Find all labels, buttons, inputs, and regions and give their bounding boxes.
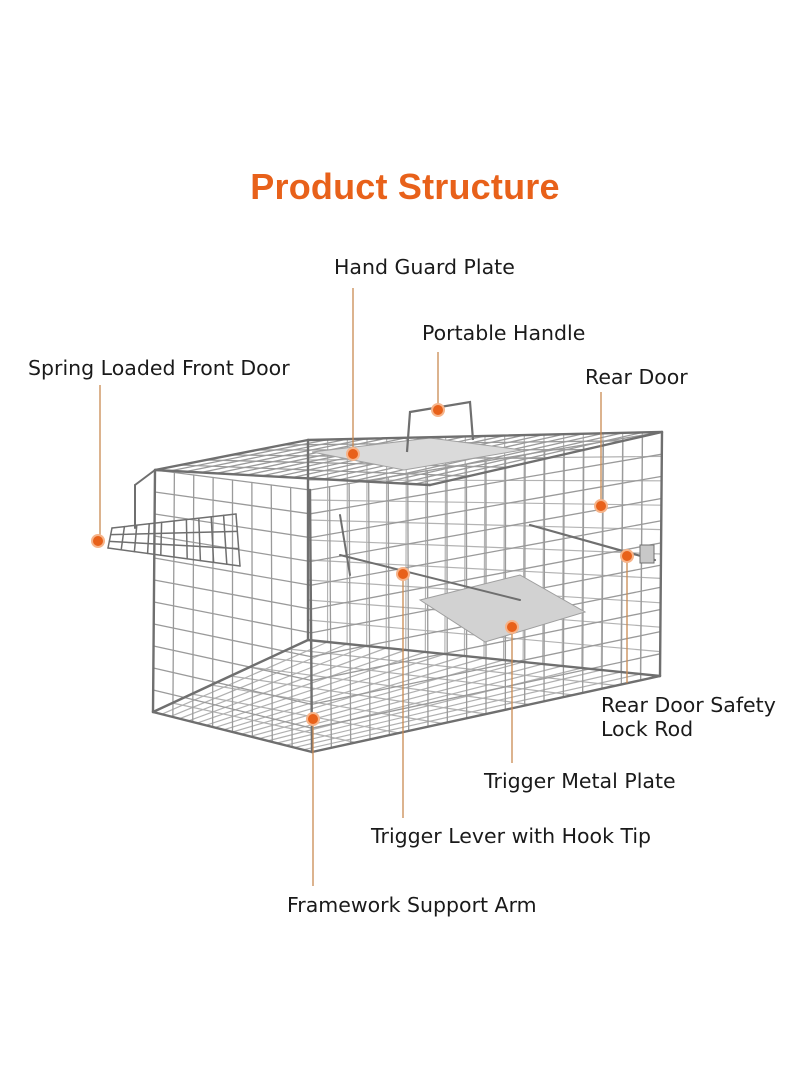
marker-hand-guard-plate — [346, 447, 360, 461]
label-portable-handle: Portable Handle — [422, 321, 586, 345]
label-rear-door-safety-lock-rod-line2: Lock Rod — [601, 717, 694, 741]
label-framework-support-arm: Framework Support Arm — [287, 893, 537, 917]
marker-rear-door — [594, 499, 608, 513]
label-rear-door-safety-lock-rod: Rear Door Safety Lock Rod — [601, 693, 776, 741]
page-title: Product Structure — [250, 166, 560, 207]
marker-trigger-metal-plate — [505, 620, 519, 634]
marker-framework-support-arm — [306, 712, 320, 726]
callout-leader-lines — [99, 288, 628, 886]
marker-spring-loaded-front-door — [91, 534, 105, 548]
marker-trigger-lever — [396, 567, 410, 581]
callout-markers — [91, 403, 634, 726]
marker-portable-handle — [431, 403, 445, 417]
label-trigger-metal-plate: Trigger Metal Plate — [484, 769, 676, 793]
label-trigger-lever-with-hook-tip: Trigger Lever with Hook Tip — [371, 824, 652, 848]
marker-rear-door-safety-lock-rod — [620, 549, 634, 563]
label-spring-loaded-front-door: Spring Loaded Front Door — [28, 356, 290, 380]
label-hand-guard-plate: Hand Guard Plate — [334, 255, 515, 279]
label-rear-door: Rear Door — [585, 365, 688, 389]
label-rear-door-safety-lock-rod-line1: Rear Door Safety — [601, 693, 776, 717]
wire-cage-illustration — [107, 400, 664, 754]
